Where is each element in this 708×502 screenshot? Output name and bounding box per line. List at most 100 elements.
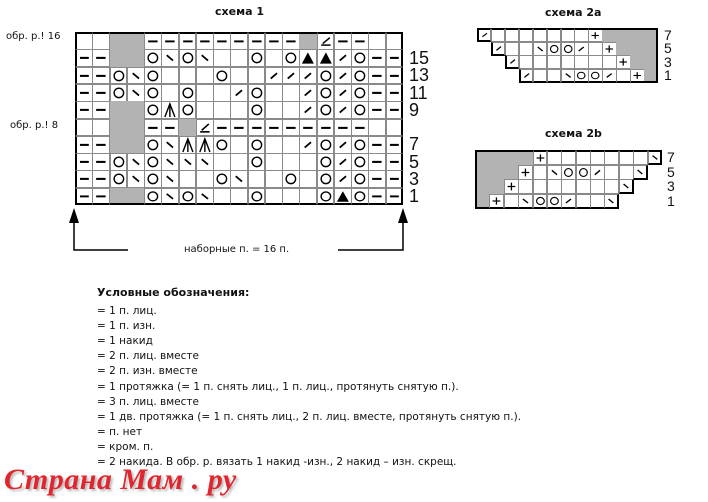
chart-cell <box>561 193 577 209</box>
yarn-over-symbol-icon <box>549 196 559 205</box>
chart-cell <box>230 118 249 137</box>
slip-decrease-symbol-icon <box>166 192 174 200</box>
chart-cell <box>351 66 369 85</box>
chart-cell <box>92 135 110 154</box>
chart-cell <box>532 55 548 69</box>
chart-cell <box>299 170 318 189</box>
no-stitch-cell <box>126 118 145 137</box>
chart-cell <box>385 170 404 189</box>
purl-symbol-icon <box>96 195 106 198</box>
purl-symbol-icon <box>96 109 106 112</box>
chart-cell <box>161 101 180 119</box>
row-number-label: 3 <box>664 53 672 70</box>
k2tog-symbol-icon <box>304 89 312 97</box>
chart-cell <box>618 164 634 180</box>
k2tog-symbol-icon <box>523 72 530 78</box>
edge-stitch-symbol-icon <box>507 182 516 191</box>
yarn-over-symbol-icon <box>354 87 366 99</box>
chart-cell <box>477 28 492 42</box>
purl-symbol-icon <box>79 57 89 60</box>
chart-cell <box>213 101 231 119</box>
chart-cell <box>144 101 162 119</box>
chart-cell <box>561 150 577 165</box>
chart-cell <box>161 66 180 85</box>
k3tog-symbol-icon <box>164 102 176 118</box>
slip-decrease-symbol-icon <box>166 54 174 62</box>
chart-cell <box>247 170 266 189</box>
row-number-label: 15 <box>409 47 430 68</box>
chart-cell <box>282 49 300 68</box>
no-stitch-cell <box>630 28 645 42</box>
row-number-label: 7 <box>667 149 675 166</box>
chart-cell <box>316 32 335 50</box>
chart2b-title: схема 2b <box>545 127 602 140</box>
purl-symbol-icon <box>79 178 89 181</box>
chart-cell <box>490 41 506 56</box>
yarn-over-symbol-icon <box>147 104 159 116</box>
yarn-over-symbol-icon <box>354 173 366 185</box>
chart-cell <box>230 101 249 119</box>
slip-decrease-symbol-icon <box>522 197 529 204</box>
chart-cell <box>333 66 352 85</box>
knitting-chart-1 <box>75 32 404 206</box>
purl-symbol-icon <box>372 91 383 94</box>
chart-cell <box>195 66 214 85</box>
no-stitch-cell <box>109 135 128 154</box>
slip-decrease-symbol-icon <box>536 45 543 52</box>
k2tog-symbol-icon <box>339 72 347 79</box>
chart-cell <box>316 83 335 102</box>
chart-cell <box>299 153 318 171</box>
chart-cell <box>351 32 369 50</box>
no-stitch-cell <box>630 55 645 69</box>
chart-cell <box>178 153 197 171</box>
chart-cell <box>368 187 387 206</box>
chart-cell <box>75 66 93 85</box>
chart-cell <box>560 55 575 69</box>
yarn-over-symbol-icon <box>251 104 262 116</box>
purl-symbol-icon <box>217 40 227 43</box>
chart-cell <box>161 187 180 206</box>
chart-cell <box>126 153 145 171</box>
chart-cell <box>504 55 520 69</box>
wrong-side-note-8: обр. р.! 8 <box>10 120 59 131</box>
legend-item: = 2 п. лиц. вместе <box>97 350 199 363</box>
yarn-over-symbol-icon <box>112 156 124 168</box>
purl-symbol-icon <box>96 160 106 164</box>
k2tog-symbol-icon <box>304 141 312 149</box>
chart-cell <box>489 193 505 209</box>
chart-cell <box>385 135 404 154</box>
chart-cell <box>282 135 300 154</box>
no-stitch-cell <box>475 193 490 209</box>
chart-cell <box>351 118 369 137</box>
k2tog-symbol-icon <box>304 72 312 79</box>
chart-cell <box>282 170 300 189</box>
chart-cell <box>575 193 591 209</box>
chart-cell <box>316 187 335 206</box>
chart-cell <box>546 150 562 165</box>
chart-cell <box>590 179 605 194</box>
legend-item: = 1 п. изн. <box>97 320 156 333</box>
no-stitch-cell <box>475 164 490 180</box>
yarn-over-symbol-icon <box>354 70 366 81</box>
chart-cell <box>588 55 603 69</box>
purl-symbol-icon <box>79 143 89 146</box>
chart-cell <box>333 187 352 206</box>
chart-cell <box>385 49 404 68</box>
chart-cell <box>230 49 249 68</box>
edge-stitch-symbol-icon <box>605 44 614 53</box>
yarn-over-symbol-icon <box>320 173 331 185</box>
legend-item: = кром. п. <box>97 440 154 453</box>
purl-symbol-icon <box>286 126 296 129</box>
chart-cell <box>518 68 534 83</box>
row-number-label: 1 <box>409 186 420 207</box>
chart-cell <box>195 135 214 154</box>
chart-cell <box>560 41 575 56</box>
chart-cell <box>213 187 231 206</box>
knitting-chart-2a <box>477 28 659 83</box>
yarn-over-symbol-icon <box>578 167 588 177</box>
chart-cell <box>385 101 404 119</box>
chart-cell <box>282 118 300 137</box>
purl-symbol-icon <box>286 40 296 43</box>
chart-cell <box>518 55 534 69</box>
edge-stitch-symbol-icon <box>492 196 501 205</box>
